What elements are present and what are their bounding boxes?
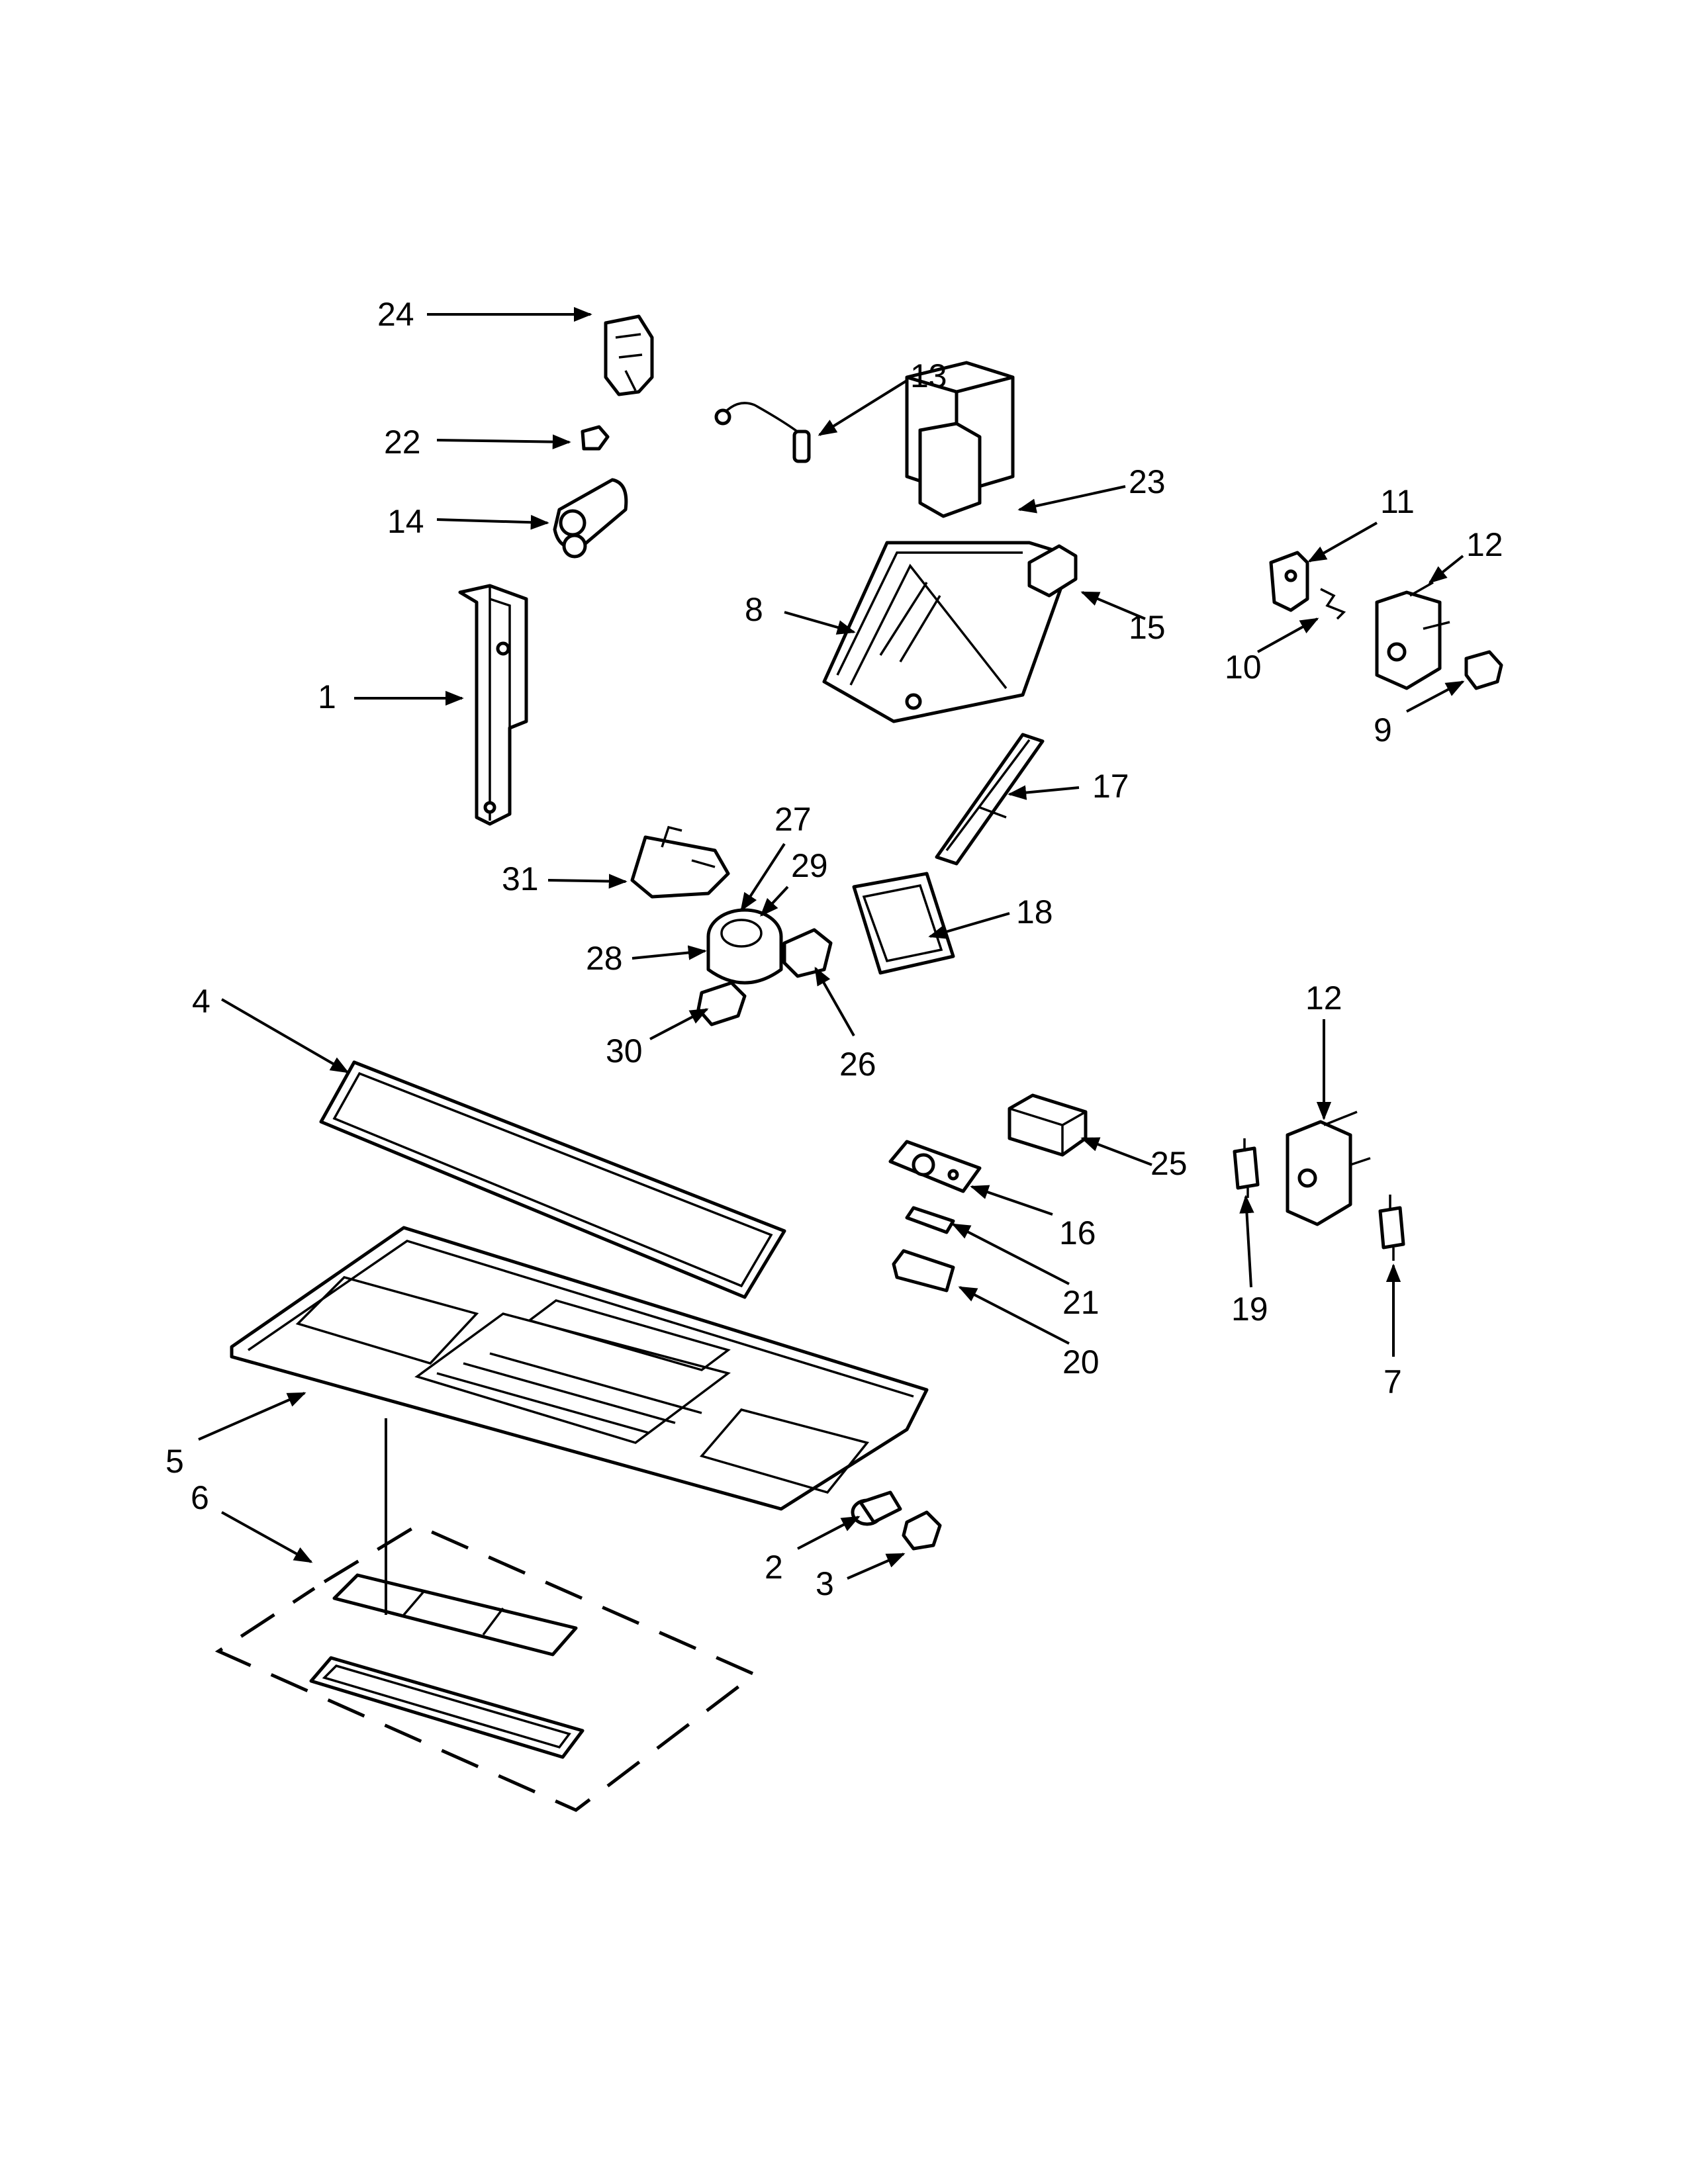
part-12-switch-holder-top-drawing [1375, 581, 1450, 690]
callout-12-top: 12 [1466, 526, 1503, 563]
part-30-switch-drawing [696, 981, 747, 1026]
leader-6 [221, 1511, 313, 1563]
leader-13 [818, 379, 908, 436]
callout-28: 28 [586, 940, 623, 977]
part-16-board-drawing [888, 1140, 982, 1193]
leader-31 [547, 874, 628, 889]
callout-29: 29 [791, 847, 828, 884]
callout-21: 21 [1062, 1284, 1100, 1321]
part-7-thermal-fuse-drawing [1378, 1195, 1405, 1261]
part-18-grille-drawing [852, 872, 955, 975]
callout-6: 6 [191, 1479, 209, 1516]
part-25-relay-box-drawing [1008, 1093, 1088, 1157]
callout-1: 1 [318, 678, 336, 715]
leader-20 [958, 1286, 1070, 1345]
leader-11 [1307, 522, 1378, 563]
leader-21 [951, 1223, 1070, 1285]
part-28-29-fan-motor-drawing [706, 908, 783, 985]
part-17-rail-drawing [935, 733, 1045, 866]
callout-27: 27 [774, 801, 812, 838]
part-12-switch-holder-lower-drawing [1286, 1111, 1371, 1226]
callout-31: 31 [502, 860, 539, 897]
callout-16: 16 [1059, 1214, 1096, 1251]
callout-17: 17 [1092, 768, 1129, 805]
part-2-knob-drawing [851, 1490, 902, 1526]
leader-4 [220, 998, 350, 1073]
part-5-bottom-plate-drawing [230, 1226, 929, 1511]
callout-13: 13 [910, 357, 947, 394]
leader-22 [436, 434, 571, 449]
part-8-base-plate-drawing [822, 541, 1074, 723]
part-31-bracket-drawing [630, 825, 730, 899]
part-15-box-drawing [1027, 544, 1078, 598]
leader-3 [847, 1553, 906, 1580]
callout-25: 25 [1150, 1145, 1188, 1182]
leader-10 [1257, 617, 1319, 653]
leader-9 [1406, 680, 1465, 713]
callout-4: 4 [192, 983, 211, 1020]
callout-19: 19 [1231, 1291, 1268, 1328]
callout-5: 5 [165, 1443, 184, 1480]
callout-26: 26 [839, 1046, 876, 1083]
callout-23: 23 [1129, 463, 1166, 500]
callout-18: 18 [1016, 893, 1053, 931]
leader-arrows [198, 306, 1465, 1580]
callout-11: 11 [1380, 483, 1415, 520]
leader-26 [814, 966, 855, 1036]
callout-24: 24 [377, 296, 414, 333]
part-24-bracket-drawing [604, 314, 654, 396]
leader-18 [928, 912, 1010, 939]
leader-30 [649, 1008, 709, 1040]
part-13-wire-lead-drawing [714, 402, 811, 463]
callout-2: 2 [765, 1549, 783, 1586]
leader-2 [797, 1516, 861, 1550]
part-10-spring-drawing [1320, 588, 1346, 620]
callout-20: 20 [1062, 1343, 1100, 1381]
callout-15: 15 [1129, 609, 1166, 646]
part-26-bracket-drawing [782, 928, 833, 978]
leader-27 [740, 842, 786, 912]
leader-25 [1080, 1137, 1152, 1166]
part-3-switch-drawing [902, 1510, 942, 1551]
leader-8 [784, 611, 856, 635]
callout-9: 9 [1374, 711, 1392, 749]
callout-7: 7 [1383, 1363, 1402, 1400]
callout-8: 8 [745, 591, 763, 628]
leader-15 [1080, 591, 1146, 620]
leader-12-top [1428, 555, 1464, 584]
leader-16 [970, 1185, 1053, 1216]
part-4-filter-panel-drawing [319, 1060, 786, 1299]
leader-17 [1008, 785, 1080, 800]
leader-23 [1017, 485, 1126, 514]
callout-22: 22 [384, 424, 421, 461]
part-20-fuse-holder-drawing [892, 1249, 955, 1293]
leader-14 [436, 515, 549, 530]
part-23-transformer-drawing [905, 361, 1015, 518]
part-14-capacitor-drawing [553, 478, 628, 559]
part-1-bracket-drawing [458, 584, 528, 826]
leader-29 [760, 886, 789, 917]
callout-12-lower: 12 [1305, 979, 1342, 1017]
part-9-switch-drawing [1464, 650, 1503, 690]
part-22-clip-drawing [581, 425, 610, 451]
callout-10: 10 [1225, 649, 1262, 686]
part-6-filter-kit-drawing [214, 1524, 758, 1812]
leader-5 [198, 1392, 306, 1441]
part-11-switch-drawing [1269, 551, 1309, 612]
callout-14: 14 [387, 503, 424, 540]
callout-labels: 24 13 22 23 14 11 12 8 15 10 1 9 17 27 3… [165, 296, 1503, 1602]
part-19-thermal-fuse-drawing [1233, 1138, 1260, 1198]
leader-19 [1239, 1195, 1254, 1288]
part-21-fuse-drawing [905, 1206, 955, 1234]
callout-3: 3 [816, 1565, 834, 1602]
leader-28 [632, 945, 707, 960]
callout-30: 30 [606, 1032, 643, 1069]
